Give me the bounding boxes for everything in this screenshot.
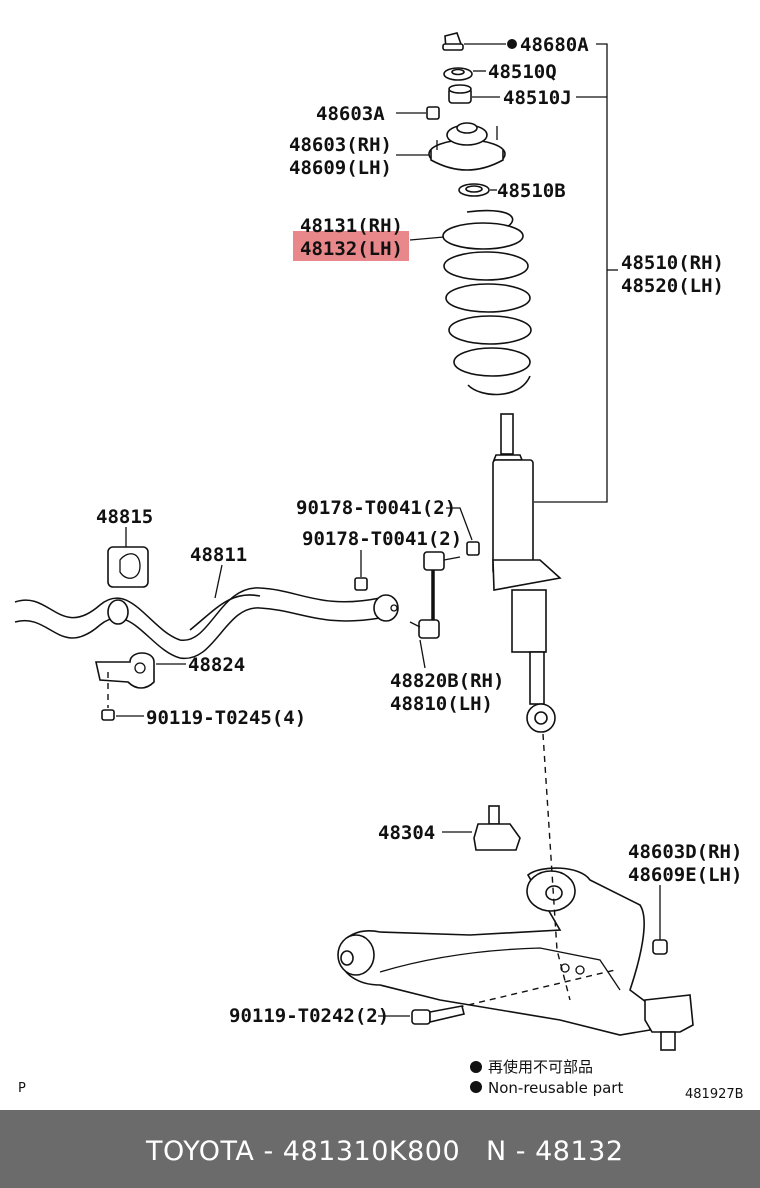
label-48609E-lh: 48609E(LH) — [628, 864, 742, 886]
diagram-code: 481927B — [685, 1087, 744, 1102]
label-48603-rh: 48603(RH) — [289, 134, 392, 156]
footer-part-number: TOYOTA - 481310K800 — [146, 1136, 461, 1167]
stabilizer-bar-48811 — [14, 587, 399, 659]
label-48824: 48824 — [188, 654, 245, 676]
legend-en: Non-reusable part — [488, 1079, 623, 1097]
corner-mark: P — [18, 1081, 26, 1096]
bolt-90119-T0242 — [411, 1005, 465, 1025]
stabilizer-link-48820B — [409, 551, 461, 639]
label-48609-lh: 48609(LH) — [289, 157, 392, 179]
label-48510-rh: 48510(RH) — [621, 252, 724, 274]
legend-dot-en-icon — [470, 1081, 482, 1093]
label-48132-lh[interactable]: 48132(LH) — [300, 238, 403, 260]
label-48520-lh: 48520(LH) — [621, 275, 724, 297]
label-90119-T0242: 90119-T0242(2) — [229, 1005, 389, 1027]
label-90178-upper: 90178-T0041(2) — [296, 497, 456, 519]
label-48810-lh: 48810(LH) — [390, 693, 493, 715]
label-48811: 48811 — [190, 544, 247, 566]
bracket-48824 — [95, 652, 155, 689]
label-48510Q: 48510Q — [488, 61, 557, 83]
support-48603 — [428, 122, 506, 171]
bolt-90119-T0245 — [101, 709, 115, 721]
highlight-box — [293, 231, 409, 261]
footer-bar: TOYOTA - 481310K800 N - 48132 — [0, 1110, 760, 1188]
nut-48680A — [442, 32, 464, 51]
insulator-48510B — [458, 183, 490, 197]
nut-48603D — [652, 939, 668, 955]
coil-spring — [442, 209, 532, 396]
nut-90178-upper — [466, 541, 480, 556]
label-48680A: 48680A — [520, 34, 589, 56]
nut-48603A — [426, 106, 440, 120]
washer-48510Q — [443, 67, 473, 81]
label-48510J: 48510J — [503, 87, 572, 109]
label-48603A: 48603A — [316, 103, 385, 125]
label-48510B: 48510B — [497, 180, 566, 202]
label-48603D-rh: 48603D(RH) — [628, 841, 742, 863]
label-90119-T0245: 90119-T0245(4) — [146, 707, 306, 729]
label-48815: 48815 — [96, 506, 153, 528]
label-90178-lower: 90178-T0041(2) — [302, 528, 462, 550]
non-reusable-dot-icon — [507, 39, 517, 49]
lower-arm — [337, 867, 694, 1051]
footer-reference: N - 48132 — [486, 1136, 624, 1167]
bushing-48815 — [107, 546, 149, 588]
bump-stopper-48304 — [473, 805, 521, 851]
shock-absorber — [492, 413, 562, 733]
bushing-48510J — [448, 84, 472, 104]
legend-jp: 再使用不可部品 — [488, 1058, 593, 1076]
nut-90178-lower — [354, 577, 368, 591]
label-48820B-rh: 48820B(RH) — [390, 670, 504, 692]
label-48304: 48304 — [378, 822, 435, 844]
parts-diagram: 48680A 48510Q 48510J 48603A 48603(RH) 48… — [14, 32, 744, 1102]
legend-dot-jp-icon — [470, 1061, 482, 1073]
label-48131-rh: 48131(RH) — [300, 215, 403, 237]
